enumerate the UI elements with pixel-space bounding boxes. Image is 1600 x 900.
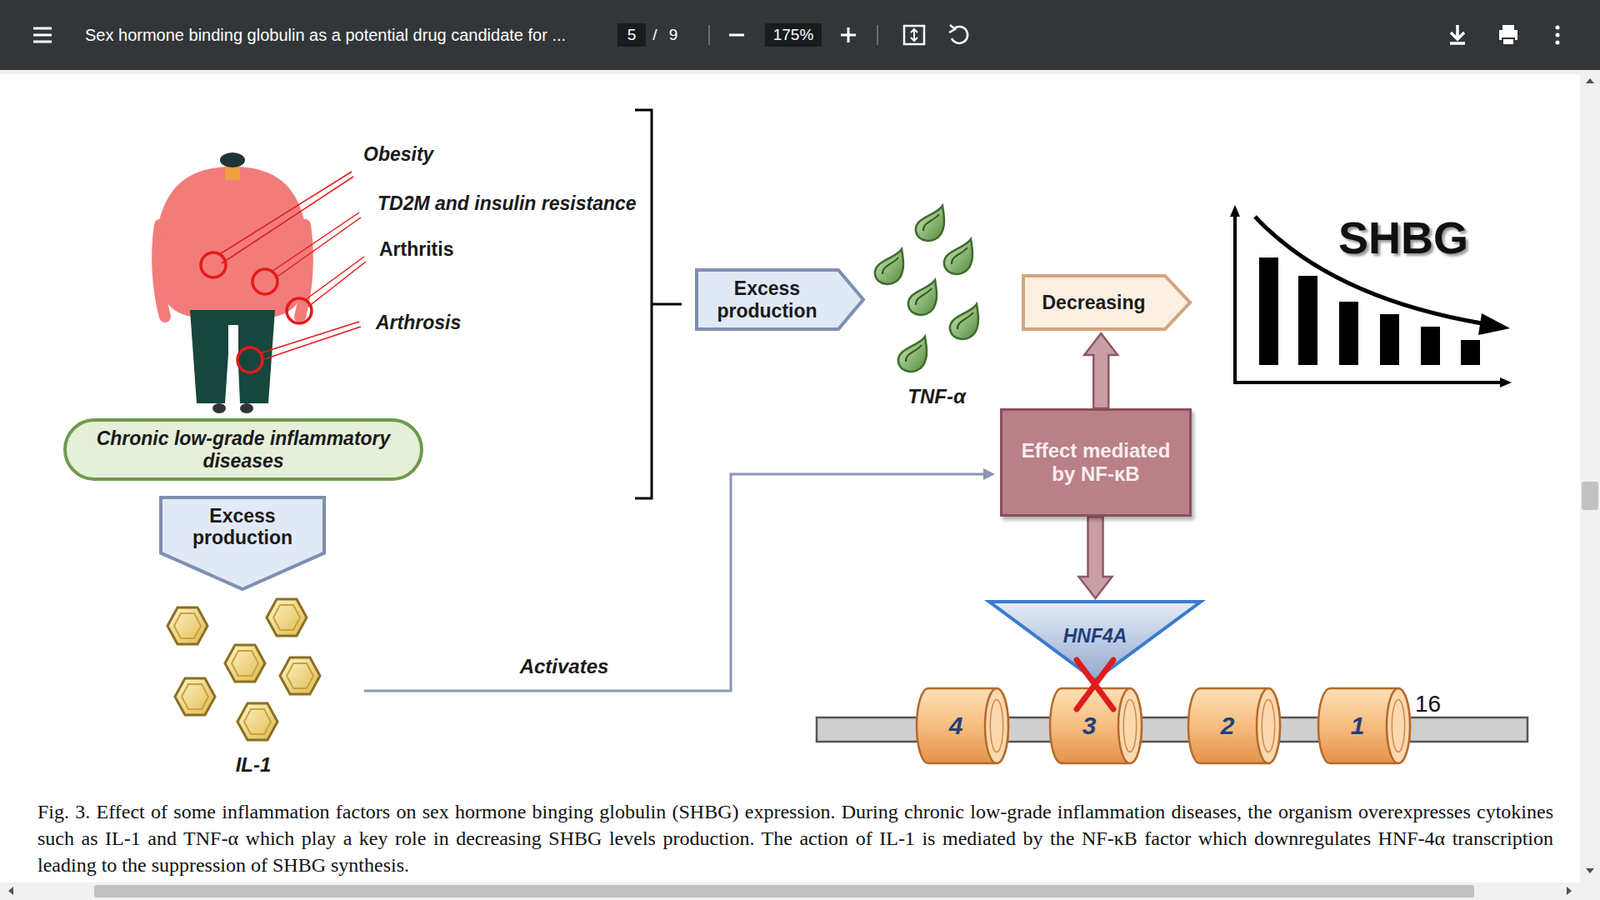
node-text: 1 [1350,711,1365,741]
zoom-level: 175% [773,25,815,45]
callout-number: 16 [1415,690,1441,718]
node-text: 2 [1220,711,1235,741]
condition-label: Arthritis [379,238,454,261]
document-title: Sex hormone binding globulin as a potent… [85,25,566,45]
exon-cylinder: 4 [915,686,1010,765]
cytokine-label: IL-1 [235,753,272,777]
node-text: Effect mediated by NF-κB [1012,439,1180,485]
process-arrow: Excess production [158,495,327,592]
process-arrow: Excess production [694,267,865,332]
page-separator: / [652,25,657,45]
exon-cylinder: 2 [1186,686,1282,765]
condition-label: Arthrosis [375,311,461,335]
chart-title: SHBG [1338,211,1469,264]
node-text: 4 [949,711,964,741]
transcription-factor: HNF4A [987,600,1203,682]
node-text: Chronic low-grade inflammatory diseases [85,427,402,472]
node-text: Excess production [705,277,830,322]
mediator-box: Effect mediated by NF-κB [1000,408,1192,517]
figure-caption: Fig. 3. Effect of some inflammation fact… [37,798,1554,879]
page-number: 5 [627,25,637,45]
node-text: HNF4A [1063,625,1128,647]
line-label: Activates [520,655,610,679]
condition-label: TD2M and insulin resistance [377,192,637,215]
node-text: 3 [1082,711,1097,741]
block-arrow [1079,516,1113,599]
node-text: Decreasing [1041,291,1145,314]
node-text: Excess production [180,505,305,550]
condition-label: Obesity [363,143,434,166]
cytokine-label: TNF-α [907,385,966,409]
red-cross [1076,660,1114,710]
block-arrow [1084,333,1118,409]
page-count: 9 [669,25,679,45]
exon-cylinder: 3 [1048,686,1144,765]
disease-group-box: Chronic low-grade inflammatory diseases [63,418,424,481]
exon-cylinder: 1 [1316,686,1412,765]
process-arrow: Decreasing [1020,273,1192,332]
